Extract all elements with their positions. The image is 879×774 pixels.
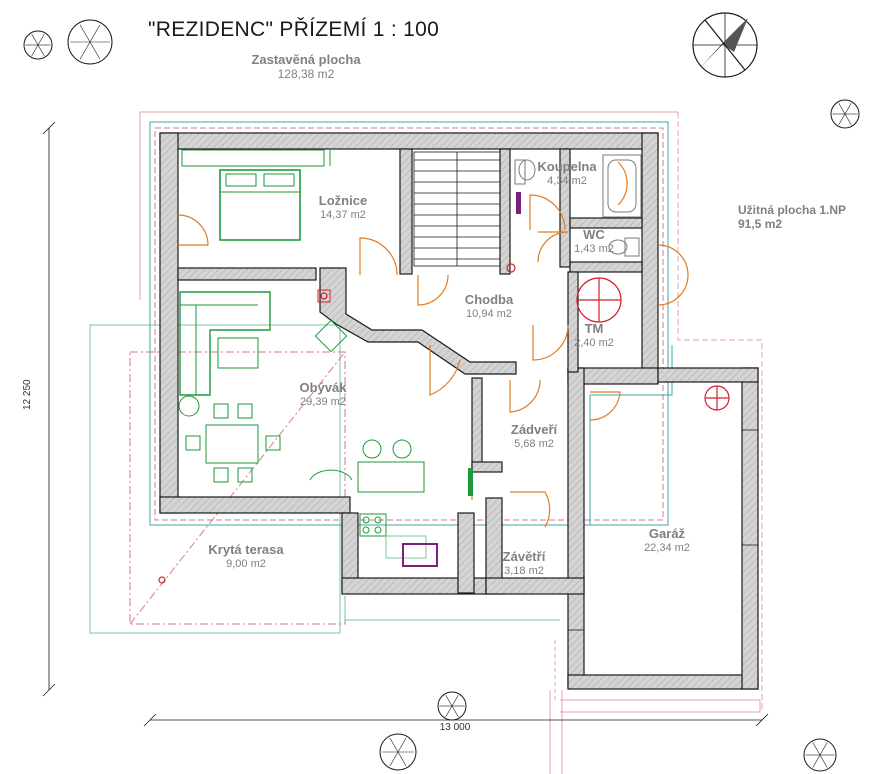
- walls: [159, 132, 759, 690]
- room-name: Garáž: [648, 526, 686, 541]
- garage-openings: [568, 429, 758, 631]
- usable-area-block: Užitná plocha 1.NP 91,5 m2: [738, 203, 847, 232]
- room-area: 29,39 m2: [300, 395, 346, 408]
- furniture: [178, 149, 501, 559]
- room-name: Ložnice: [318, 193, 368, 208]
- dimension-lines: [42, 121, 769, 727]
- room-obyvak: Obývák 29,39 m2: [299, 380, 347, 409]
- room-area: 1,43 m2: [574, 242, 614, 255]
- room-loznice: Ložnice 14,37 m2: [318, 193, 368, 222]
- sanitary-accents: [402, 192, 521, 567]
- room-name: Zádveří: [510, 422, 558, 437]
- shoe-cabinet: [468, 468, 473, 496]
- north-arrow-icon: [692, 12, 758, 78]
- room-zadveri: Zádveří 5,68 m2: [510, 422, 558, 451]
- room-area: 14,37 m2: [320, 208, 366, 221]
- fixtures: [158, 263, 730, 584]
- room-area: 9,00 m2: [226, 557, 266, 570]
- room-name: WC: [583, 227, 605, 242]
- page-title: "REZIDENC" PŘÍZEMÍ 1 : 100: [148, 18, 440, 41]
- usable-area-label: Užitná plocha 1.NP: [738, 203, 847, 217]
- room-name: Závětří: [502, 549, 546, 564]
- room-koupelna: Koupelna 4,34 m2: [537, 159, 597, 188]
- kitchen-hob: [362, 516, 382, 534]
- room-terasa: Krytá terasa 9,00 m2: [208, 542, 284, 571]
- room-tm: TM 2,40 m2: [574, 321, 614, 350]
- dimension-height: 12 250: [22, 379, 33, 410]
- tree-icons: [23, 19, 860, 772]
- usable-area-value: 91,5 m2: [738, 216, 783, 231]
- room-name: Obývák: [299, 380, 347, 395]
- room-chodba: Chodba 10,94 m2: [464, 292, 514, 321]
- built-area-value: 128,38 m2: [277, 66, 335, 81]
- room-name: Koupelna: [537, 159, 597, 174]
- room-area: 3,18 m2: [504, 564, 544, 577]
- sanitary: [514, 154, 642, 257]
- room-name: TM: [584, 321, 604, 336]
- room-area: 2,40 m2: [574, 336, 614, 349]
- room-area: 4,34 m2: [547, 174, 587, 187]
- tree-icon: [830, 99, 860, 129]
- tree-icon: [379, 733, 417, 771]
- stair-treads: [414, 159, 500, 260]
- room-zavetri: Závětří 3,18 m2: [502, 549, 546, 578]
- built-area-block: Zastavěná plocha 128,38 m2: [251, 52, 361, 82]
- room-garaz: Garáž 22,34 m2: [644, 526, 690, 555]
- room-wc: WC 1,43 m2: [574, 227, 614, 256]
- room-area: 5,68 m2: [514, 437, 554, 450]
- room-name: Chodba: [464, 292, 514, 307]
- tree-icon: [437, 691, 467, 721]
- tree-icon: [23, 30, 53, 60]
- room-area: 22,34 m2: [644, 541, 690, 554]
- room-area: 10,94 m2: [466, 307, 512, 320]
- site-outlines: [89, 111, 763, 774]
- built-area-label: Zastavěná plocha: [251, 52, 361, 67]
- tree-icon: [67, 19, 113, 65]
- dimension-width: 13 000: [439, 722, 471, 733]
- tree-icon: [803, 738, 837, 772]
- room-name: Krytá terasa: [208, 542, 284, 557]
